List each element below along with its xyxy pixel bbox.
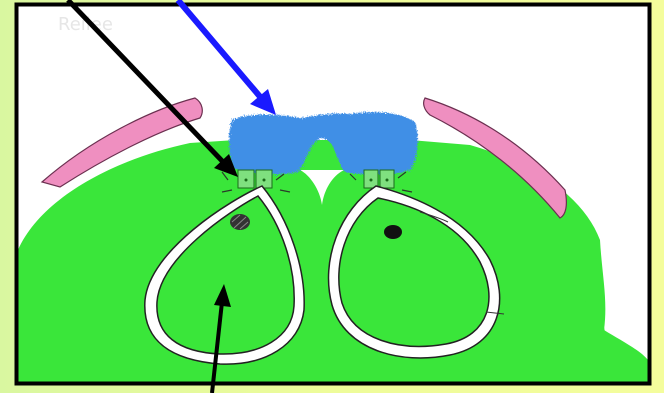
cell-dot-3 bbox=[370, 179, 373, 182]
cell-dot-4 bbox=[386, 179, 389, 182]
right-nucleus bbox=[384, 225, 402, 239]
cell-dot-1 bbox=[245, 179, 248, 182]
cell-dot-2 bbox=[263, 179, 266, 182]
